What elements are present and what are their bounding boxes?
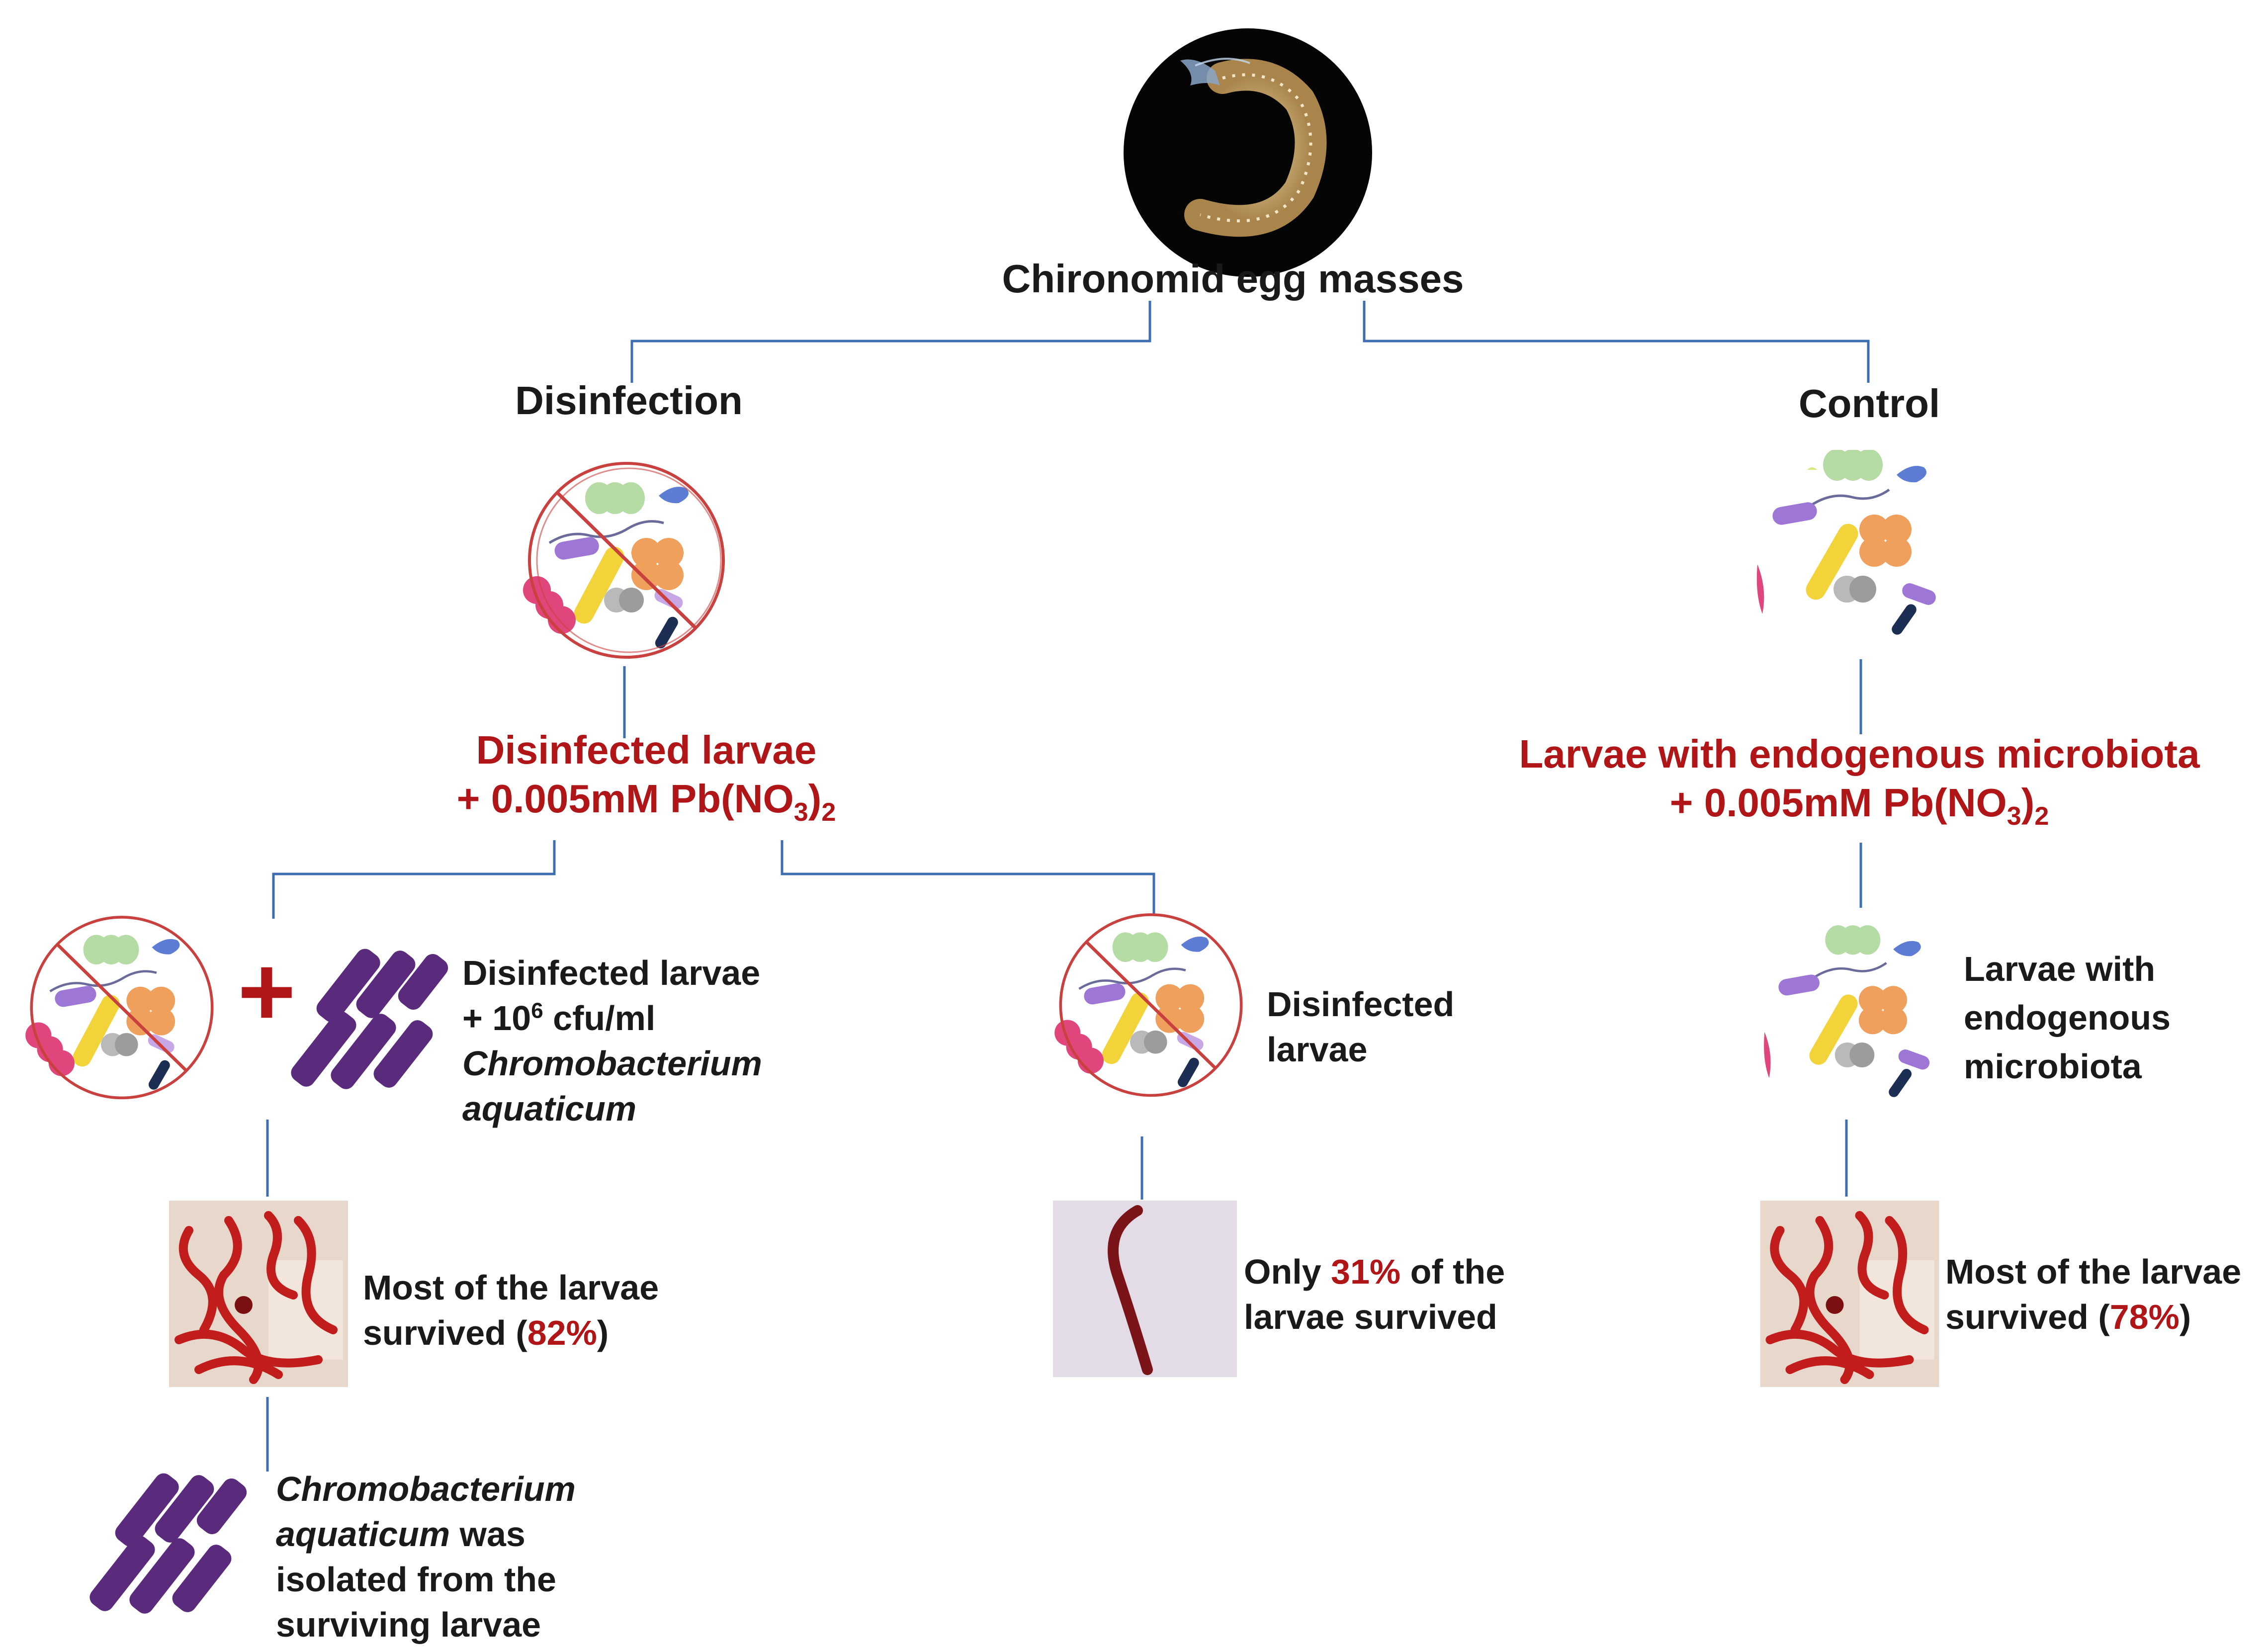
group-disinfected-line1: Disinfected xyxy=(1267,985,1455,1024)
group-control-line2: endogenous xyxy=(1964,998,2171,1037)
outcome-inoculated-percent: 82% xyxy=(527,1313,597,1352)
treatment-disinfected-dose: + 0.005mM Pb(NO xyxy=(456,776,794,821)
outcome-disinfected-line2: larvae survived xyxy=(1244,1298,1497,1336)
outcome-inoculated-prefix: survived ( xyxy=(363,1313,527,1352)
outcome-disinfected: Only 31% of the larvae survived xyxy=(1244,1249,1505,1340)
outcome-inoculated-line1: Most of the larvae xyxy=(363,1268,659,1307)
outcome-control: Most of the larvae survived (78%) xyxy=(1945,1249,2241,1340)
group-disinfected-line2: larvae xyxy=(1267,1030,1368,1069)
treatment-disinfected: Disinfected larvae + 0.005mM Pb(NO3)2 xyxy=(383,726,910,828)
outcome-control-line2: survived (78%) xyxy=(1945,1295,2241,1340)
egg-mass-photo xyxy=(1124,28,1372,277)
group-inoculated-label: Disinfected larvae + 106 cfu/ml Chromoba… xyxy=(462,951,762,1131)
isolation-line2: aquaticum was xyxy=(276,1512,576,1557)
group-inoculated-line1: Disinfected larvae xyxy=(462,954,761,992)
outcome-control-prefix: survived ( xyxy=(1945,1298,2110,1336)
endogenous-microbes-icon xyxy=(1756,450,1936,635)
disinfected-microbes-icon-inoculated xyxy=(25,916,214,1100)
surviving-larvae-photo-control xyxy=(1760,1201,1939,1387)
microbes-icon xyxy=(523,482,689,649)
treatment-control-line1: Larvae with endogenous microbiota xyxy=(1519,732,2200,776)
outcome-disinfected-suffix: of the xyxy=(1400,1252,1505,1291)
surviving-larva-photo-disinfected xyxy=(1053,1201,1237,1377)
outcome-disinfected-line1: Only 31% of the xyxy=(1244,1249,1505,1295)
treatment-disinfected-sub3: 3 xyxy=(793,797,808,827)
group-control-line3: microbiota xyxy=(1964,1047,2142,1086)
group-inoculated-line4: aquaticum xyxy=(462,1089,637,1128)
outcome-disinfected-percent: 31% xyxy=(1331,1252,1401,1291)
group-control-label: Larvae with endogenous microbiota xyxy=(1964,945,2171,1091)
treatment-control-sub2: 2 xyxy=(2034,801,2049,831)
connector-root-disinfection xyxy=(630,301,1151,383)
connector-treatment-inoculated xyxy=(272,840,556,919)
outcome-control-suffix: ) xyxy=(2179,1298,2191,1336)
connector-treatment-disinfected xyxy=(781,840,1155,914)
chromobacterium-icon xyxy=(291,949,448,1089)
group-inoculated-line2: + 106 cfu/ml xyxy=(462,996,762,1041)
group-inoculated-unit: cfu/ml xyxy=(543,999,656,1038)
chromobacterium-isolated-icon xyxy=(89,1473,247,1614)
surviving-larvae-photo-inoculated xyxy=(169,1201,348,1387)
outcome-control-line1: Most of the larvae xyxy=(1945,1252,2242,1291)
treatment-control-sub3: 3 xyxy=(2006,801,2021,831)
branch-label-control: Control xyxy=(1798,381,1940,426)
outcome-disinfected-prefix: Only xyxy=(1244,1252,1331,1291)
group-inoculated-dose: + 10 xyxy=(462,999,531,1038)
group-disinfected-label: Disinfected larvae xyxy=(1267,982,1454,1072)
disinfected-microbes-icon-untreated xyxy=(1054,913,1243,1097)
treatment-disinfected-close: ) xyxy=(808,776,822,821)
branch-label-disinfection: Disinfection xyxy=(515,378,743,423)
isolation-line4: surviving larvae xyxy=(276,1605,541,1644)
isolation-result: Chromobacterium aquaticum was isolated f… xyxy=(276,1467,576,1648)
treatment-control-line2: + 0.005mM Pb(NO3)2 xyxy=(1457,779,2262,832)
isolation-line1: Chromobacterium xyxy=(276,1470,576,1508)
root-label: Chironomid egg masses xyxy=(1002,257,1464,301)
outcome-inoculated-line2: survived (82%) xyxy=(363,1310,659,1356)
group-inoculated-exponent: 6 xyxy=(531,998,543,1023)
prohibition-icon xyxy=(528,462,725,659)
plus-sign: + xyxy=(238,936,296,1047)
isolation-was: was xyxy=(450,1515,525,1554)
outcome-control-percent: 78% xyxy=(2109,1298,2180,1336)
endogenous-microbes-icon-group xyxy=(1764,925,1930,1097)
isolation-species: aquaticum xyxy=(276,1515,450,1554)
treatment-disinfected-sub2: 2 xyxy=(821,797,836,827)
treatment-disinfected-line2: + 0.005mM Pb(NO3)2 xyxy=(383,775,910,828)
outcome-inoculated-suffix: ) xyxy=(597,1313,609,1352)
group-inoculated-line3: Chromobacterium xyxy=(462,1044,762,1083)
treatment-control-close: ) xyxy=(2021,780,2035,825)
treatment-control-dose: + 0.005mM Pb(NO xyxy=(1669,780,2007,825)
disinfected-microbes-icon xyxy=(523,462,725,659)
isolation-line3: isolated from the xyxy=(276,1560,556,1599)
treatment-disinfected-line1: Disinfected larvae xyxy=(476,728,817,772)
connector-root-control xyxy=(1363,301,1870,383)
outcome-inoculated: Most of the larvae survived (82%) xyxy=(363,1265,659,1356)
treatment-control: Larvae with endogenous microbiota + 0.00… xyxy=(1457,730,2262,832)
group-control-line1: Larvae with xyxy=(1964,950,2156,988)
